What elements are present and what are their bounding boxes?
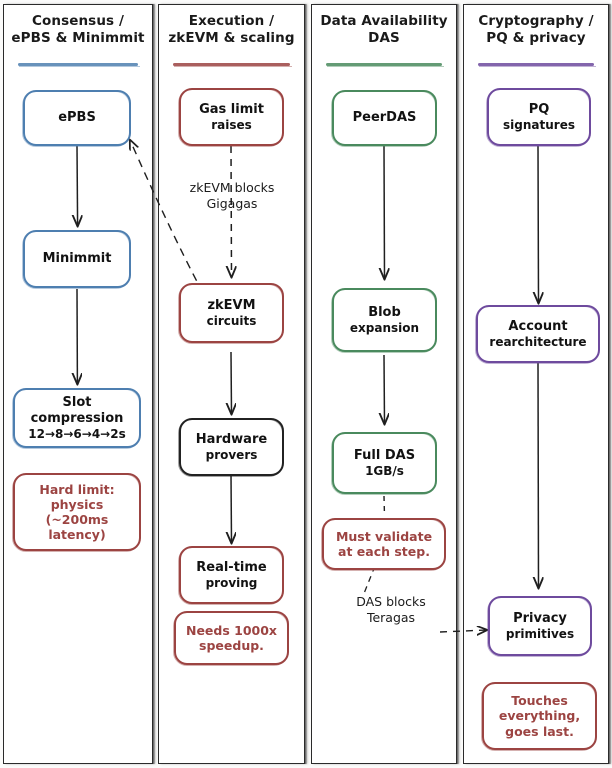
edge-label-zkevm-blocks: zkEVM blocks Gigagas	[168, 180, 296, 211]
node-zkevm-circuits-sub: circuits	[206, 313, 257, 328]
node-real-time-proving[interactable]: Real-time proving	[178, 546, 284, 605]
node-hardware-provers-label: Hardware	[195, 431, 268, 447]
column-title-execution: Execution / zkEVM & scaling	[159, 13, 304, 48]
node-account-rearchitecture[interactable]: Account rearchitecture	[475, 305, 600, 364]
node-needs-speedup-label: Needs 1000x	[185, 622, 277, 638]
node-must-validate-label: Must validate	[335, 528, 433, 544]
column-title-cryptography: Cryptography / PQ & privacy	[464, 13, 608, 48]
edge-label-das-blocks: DAS blocks Teragas	[330, 594, 452, 625]
column-title-line2: ePBS & Minimmit	[11, 30, 145, 47]
node-hard-limit-line1: Hard limit:	[39, 481, 115, 497]
node-blob-expansion[interactable]: Blob expansion	[331, 288, 437, 353]
node-epbs-label: ePBS	[58, 110, 96, 126]
node-gas-limit-label: Gas limit	[199, 101, 264, 117]
column-accent-rule	[478, 63, 596, 67]
column-title-line2: DAS	[368, 30, 400, 47]
node-must-validate-sub: at each step.	[338, 544, 430, 559]
node-needs-speedup[interactable]: Needs 1000x speedup.	[173, 611, 289, 666]
node-full-das[interactable]: Full DAS 1GB/s	[331, 432, 437, 495]
node-blob-expansion-sub: expansion	[349, 320, 420, 335]
node-hardware-provers-sub: provers	[205, 447, 258, 462]
column-title-line1: Execution /	[188, 13, 275, 29]
node-hard-limit[interactable]: Hard limit: physics (~200ms latency)	[12, 473, 141, 552]
column-title-line1: Cryptography /	[478, 13, 594, 29]
node-account-rearchitecture-label: Account	[508, 318, 568, 334]
node-gas-limit-raises[interactable]: Gas limit raises	[178, 88, 284, 147]
node-privacy-primitives[interactable]: Privacy primitives	[487, 596, 592, 657]
node-blob-expansion-label: Blob	[368, 304, 401, 320]
node-pq-signatures-sub: signatures	[503, 117, 575, 132]
node-gas-limit-sub: raises	[211, 117, 252, 132]
column-accent-rule	[173, 63, 292, 67]
node-touches-everything-line3: goes last.	[505, 723, 574, 739]
node-needs-speedup-sub: speedup.	[199, 638, 264, 653]
node-privacy-primitives-sub: primitives	[505, 626, 575, 641]
node-pq-signatures[interactable]: PQ signatures	[486, 88, 591, 147]
column-accent-rule	[18, 63, 140, 67]
node-real-time-proving-label: Real-time	[196, 559, 267, 575]
edge-label-line1: zkEVM blocks	[189, 180, 275, 195]
node-real-time-proving-sub: proving	[205, 575, 258, 590]
node-touches-everything-line2: everything,	[498, 708, 581, 724]
node-zkevm-circuits[interactable]: zkEVM circuits	[178, 283, 284, 344]
node-minimmit-label: Minimmit	[42, 251, 112, 267]
edge-label-line1: DAS blocks	[356, 594, 426, 609]
node-privacy-primitives-label: Privacy	[513, 610, 567, 626]
edge-label-line2: Gigagas	[206, 195, 258, 211]
column-title-line1: Consensus /	[31, 13, 124, 29]
node-touches-everything[interactable]: Touches everything, goes last.	[481, 682, 597, 751]
node-epbs[interactable]: ePBS	[22, 90, 131, 147]
node-touches-everything-line1: Touches	[511, 693, 568, 709]
node-pq-signatures-label: PQ	[528, 101, 550, 117]
node-account-rearchitecture-sub: rearchitecture	[489, 334, 587, 349]
node-slot-compression[interactable]: Slot compression 12→8→6→4→2s	[12, 388, 141, 449]
node-peerdas[interactable]: PeerDAS	[331, 90, 437, 147]
column-accent-rule	[326, 63, 444, 67]
edge-label-line2: Teragas	[366, 609, 416, 625]
node-minimmit[interactable]: Minimmit	[22, 230, 131, 289]
column-title-consensus: Consensus / ePBS & Minimmit	[4, 13, 152, 48]
column-title-line1: Data Availability	[320, 13, 448, 29]
node-hard-limit-line2: physics	[50, 496, 104, 512]
node-peerdas-label: PeerDAS	[352, 110, 417, 126]
node-hard-limit-line3: (~200ms latency)	[45, 512, 109, 543]
node-slot-compression-label: Slot compression	[30, 394, 124, 426]
column-title-line2: PQ & privacy	[486, 30, 586, 47]
column-title-data-availability: Data Availability DAS	[312, 13, 456, 48]
node-full-das-sub: 1GB/s	[365, 463, 404, 478]
node-hardware-provers[interactable]: Hardware provers	[178, 418, 284, 477]
column-title-line2: zkEVM & scaling	[168, 30, 295, 47]
node-zkevm-circuits-label: zkEVM	[207, 297, 256, 313]
node-slot-compression-sub: 12→8→6→4→2s	[28, 426, 126, 441]
node-full-das-label: Full DAS	[353, 447, 416, 463]
node-must-validate[interactable]: Must validate at each step.	[321, 518, 446, 571]
